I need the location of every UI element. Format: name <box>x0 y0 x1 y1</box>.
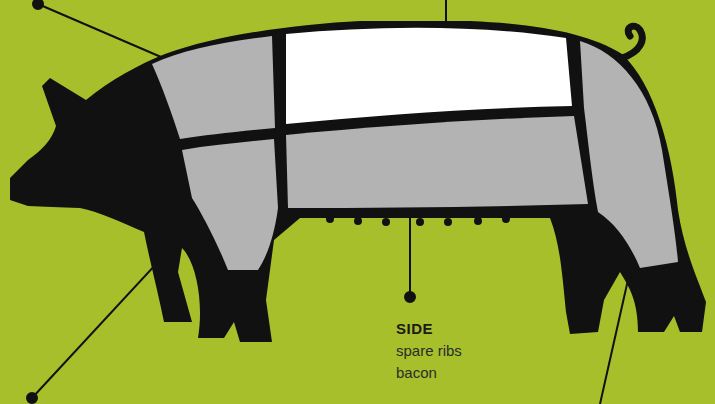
ham-region <box>580 41 678 268</box>
cut-item: spare ribs <box>396 342 462 360</box>
loin-region <box>286 28 572 124</box>
leader-line <box>409 212 411 297</box>
side-region <box>286 116 588 208</box>
leader-dot <box>27 393 37 403</box>
pig-silhouette <box>10 21 706 342</box>
picnic-region <box>182 139 278 270</box>
leader-line <box>445 0 447 24</box>
cut-item: bacon <box>396 364 437 382</box>
leader-dot <box>33 0 43 9</box>
part-name: SIDE <box>396 320 433 338</box>
shoulder-region <box>152 36 275 139</box>
leader-line <box>38 4 168 60</box>
teats <box>326 215 510 226</box>
leader-dot <box>405 292 415 302</box>
pig-tail <box>622 26 642 58</box>
